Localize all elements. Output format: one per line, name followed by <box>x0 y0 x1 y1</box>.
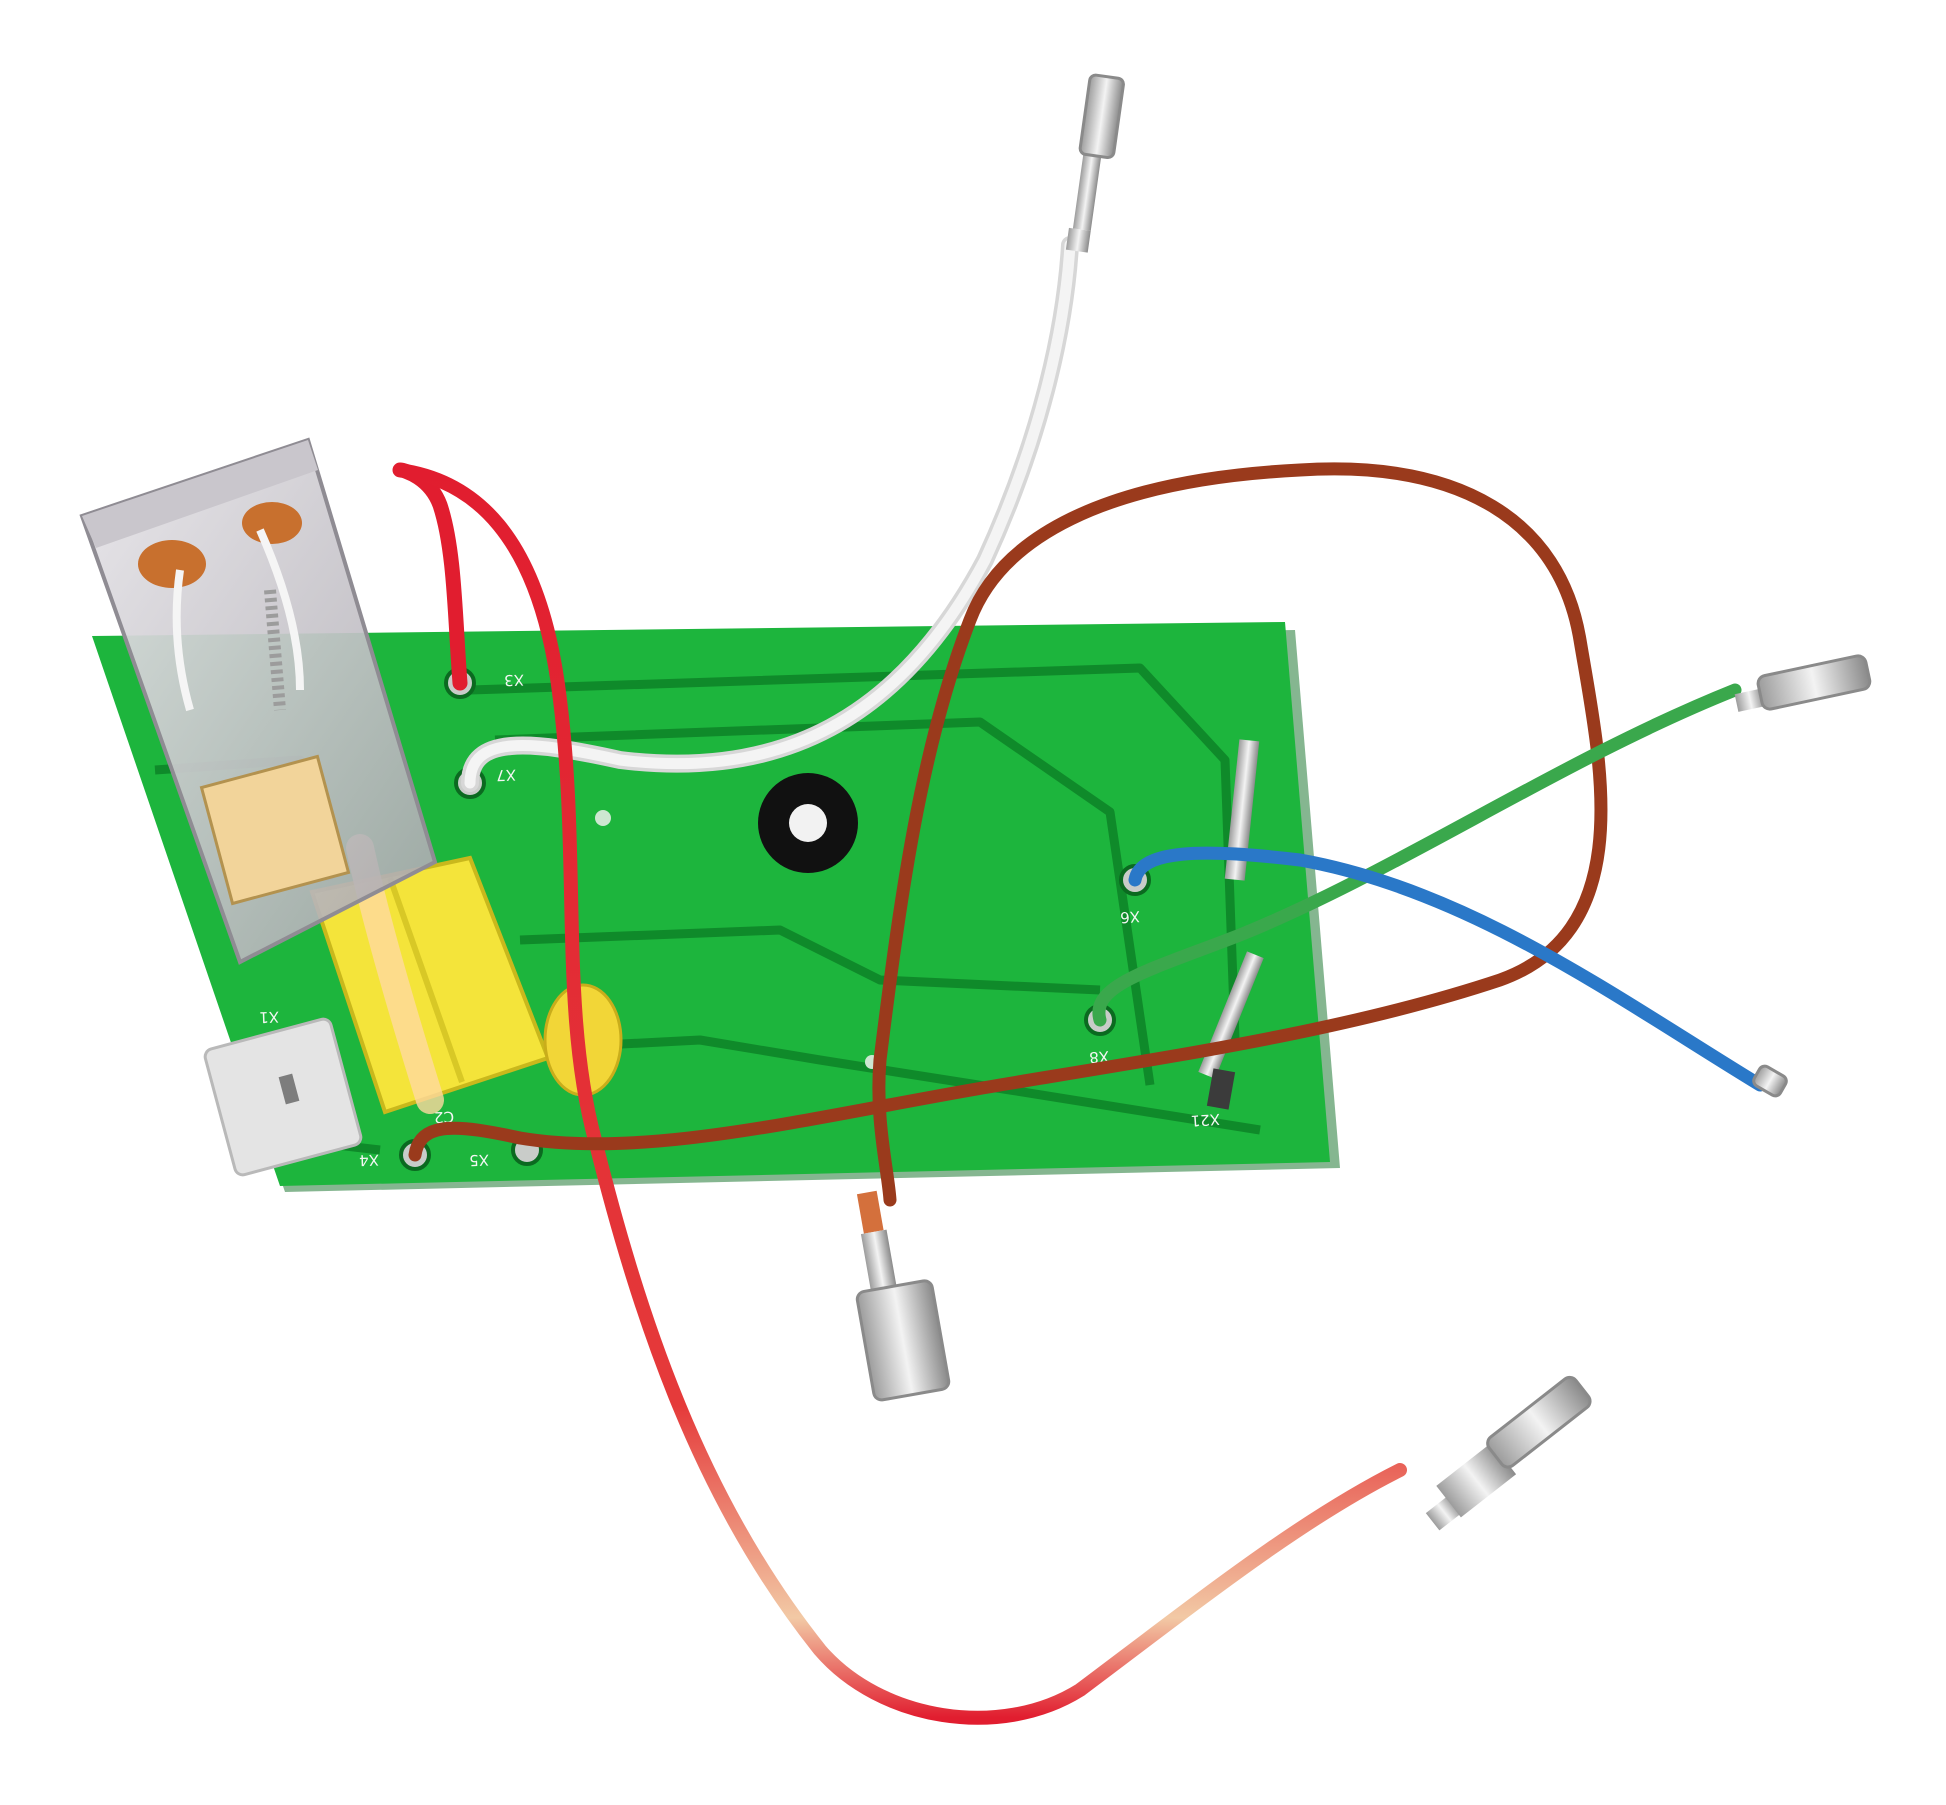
spade-tab-socket <box>1206 1068 1236 1110</box>
capacitor-split <box>387 877 465 1083</box>
connector-housing <box>203 1017 363 1177</box>
relay-coil-left <box>138 540 206 588</box>
red-wire-long <box>393 463 1407 1725</box>
green-wire-terminal <box>1734 654 1872 712</box>
connector-slot <box>278 1073 300 1105</box>
green-wire <box>1092 683 1742 1027</box>
brown-wire <box>408 462 1608 1207</box>
relay <box>79 437 438 965</box>
label-x21: X21 <box>1190 1110 1221 1130</box>
label-x4: X4 <box>359 1151 379 1170</box>
pcb-via <box>595 810 611 826</box>
wires <box>392 236 1767 1725</box>
relay-armature <box>199 754 351 906</box>
label-x5: X5 <box>469 1151 489 1170</box>
label-c2: C2 <box>434 1108 455 1127</box>
blue-wire <box>1128 846 1767 1092</box>
terminals <box>855 73 1872 1531</box>
label-x1: X1 <box>259 1008 279 1027</box>
label-x6: X6 <box>1120 907 1141 926</box>
relay-top <box>82 440 318 548</box>
blue-wire-terminal <box>1752 1064 1788 1098</box>
label-x3: X3 <box>504 671 524 690</box>
red-wire-terminal <box>1425 1375 1592 1531</box>
relay-coil-right <box>242 502 302 544</box>
brown-wire-terminal <box>855 1190 951 1402</box>
label-x7: X7 <box>496 766 516 785</box>
x1-connector <box>203 1017 363 1177</box>
white-wire-highlight <box>464 239 1076 789</box>
relay-coil-wire <box>172 528 304 712</box>
white-wire-terminal <box>1065 73 1125 253</box>
grommet-hole <box>789 804 827 842</box>
spade-tab <box>1224 739 1260 881</box>
